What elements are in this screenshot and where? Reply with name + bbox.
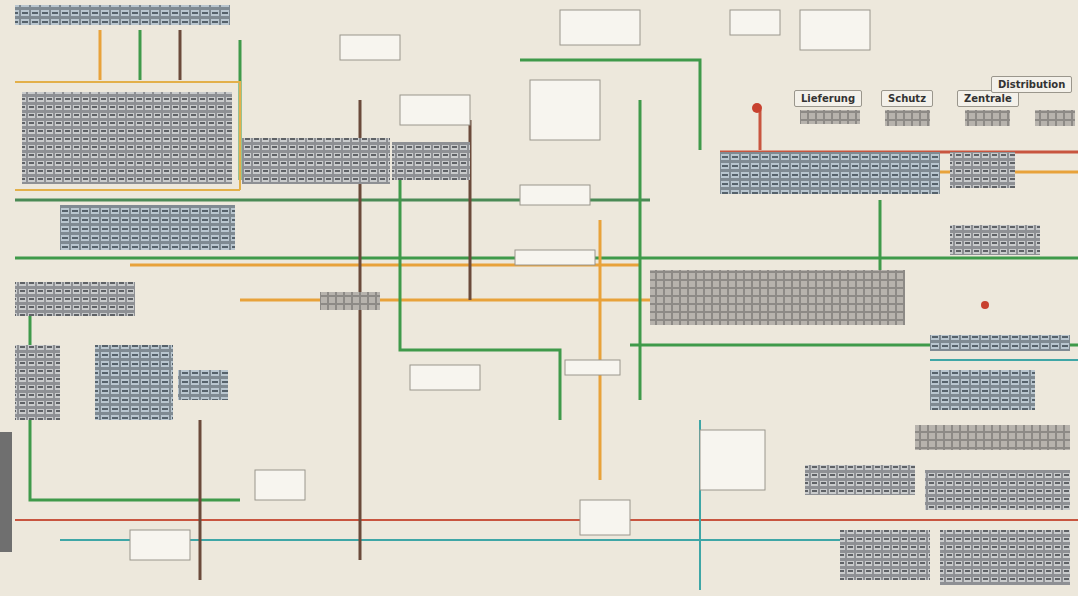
heading-text: Distribution — [998, 79, 1065, 90]
heading-text: Schutz — [888, 93, 926, 104]
heading-text: Zentrale — [964, 93, 1012, 104]
stage-heading-box: Lieferung — [794, 90, 862, 107]
stage-heading-box: Schutz — [881, 90, 933, 107]
note-cards — [130, 10, 870, 560]
heading-text: Lieferung — [801, 93, 855, 104]
stage-heading-box: Distribution — [991, 76, 1072, 93]
side-tab — [0, 432, 12, 552]
wiring — [15, 30, 1078, 590]
equipment-clusters — [15, 5, 1075, 585]
